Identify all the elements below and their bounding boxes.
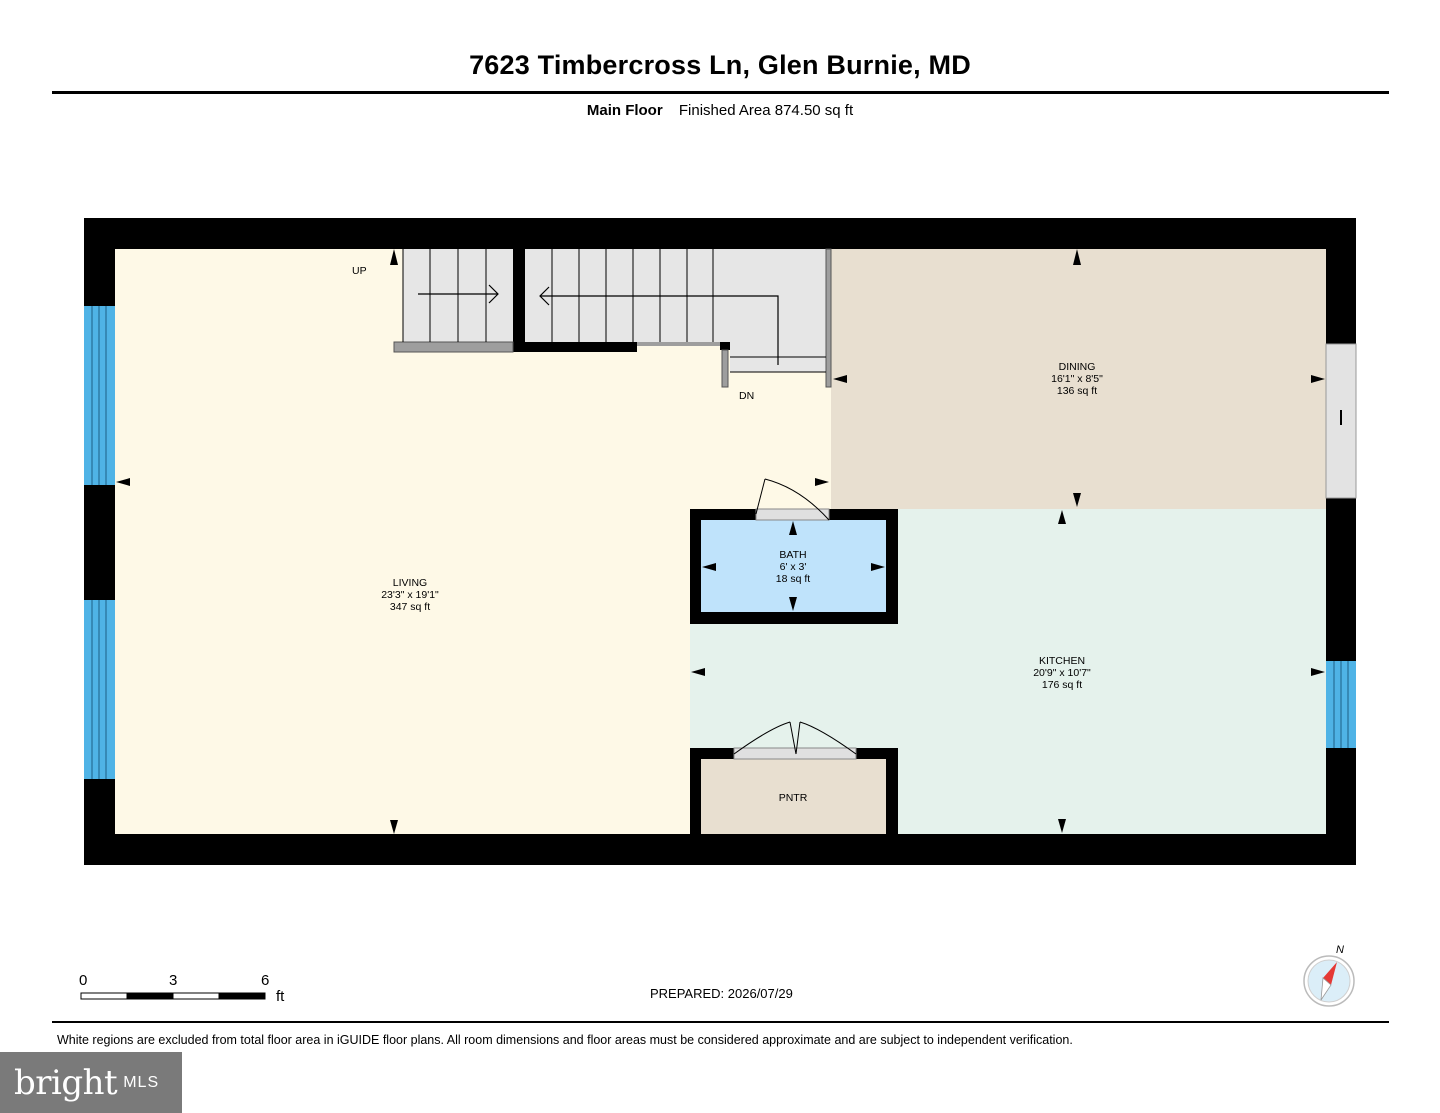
- compass-north-label: N: [1336, 944, 1344, 956]
- stairs-up-label: UP: [352, 265, 367, 277]
- watermark-suffix: MLS: [123, 1073, 160, 1091]
- header-divider: [52, 91, 1389, 94]
- bath-area: [701, 520, 886, 612]
- scale-bar: [80, 992, 266, 1000]
- pantry-label: PNTR: [778, 792, 808, 804]
- pantry-door-swing: [733, 721, 857, 755]
- scale-tick-3: 3: [169, 972, 178, 989]
- page-title: 7623 Timbercross Ln, Glen Burnie, MD: [469, 50, 971, 80]
- watermark-brand: bright: [14, 1062, 118, 1103]
- living-room-label: LIVING 23'3" x 19'1" 347 sq ft: [381, 577, 439, 613]
- dining-room-label: DINING 16'1" x 8'5" 136 sq ft: [1051, 361, 1103, 397]
- bath-label: BATH 6' x 3' 18 sq ft: [775, 549, 811, 585]
- footer-divider: [52, 1021, 1389, 1023]
- scale-unit: ft: [276, 988, 285, 1005]
- staircase: [390, 248, 832, 388]
- disclaimer-text: White regions are excluded from total fl…: [57, 1033, 1073, 1047]
- floor-name: Main Floor: [586, 102, 663, 119]
- dining-room-area: [831, 249, 1326, 509]
- bath-door-swing: [755, 478, 830, 521]
- windows: [84, 306, 1357, 779]
- dimension-markers: [116, 249, 1325, 834]
- floor-summary: Main Floor Finished Area 874.50 sq ft: [0, 102, 1440, 119]
- stairs-down-label: DN: [739, 390, 755, 402]
- scale-tick-6: 6: [261, 972, 270, 989]
- scale-labels: 0 3 6 ft: [78, 972, 298, 1012]
- prepared-date: PREPARED: 2026/07/29: [650, 986, 793, 1001]
- bath-door-opening: [755, 508, 830, 521]
- pantry-area: [701, 759, 886, 834]
- bright-mls-watermark: bright MLS: [0, 1052, 182, 1113]
- compass-icon: [1303, 955, 1355, 1007]
- kitchen-label: KITCHEN 20'9" x 10'7" 176 sq ft: [1033, 655, 1091, 691]
- scale-tick-0: 0: [79, 972, 88, 989]
- finished-area: Finished Area 874.50 sq ft: [678, 102, 854, 119]
